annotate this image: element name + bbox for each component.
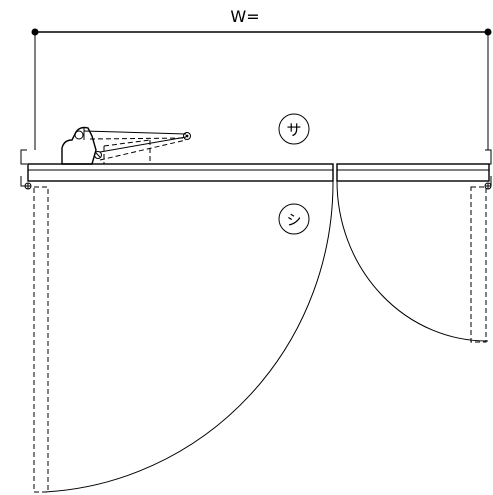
width-dimension: W=	[31, 7, 492, 150]
symbol-outside: サ	[278, 113, 310, 145]
right-leaf-swing-arc	[336, 180, 489, 342]
right-leaf-open-position	[470, 186, 487, 343]
door-closer-icon	[61, 126, 191, 165]
dimension-dot-right	[484, 28, 492, 36]
frame-jamb-left	[20, 149, 27, 187]
dimension-label: W=	[230, 7, 259, 26]
symbol-outside-text: サ	[286, 121, 301, 139]
door-leaves-closed	[27, 163, 490, 182]
hinge-icon	[484, 182, 492, 190]
symbol-inside-text: シ	[286, 211, 301, 229]
symbol-inside: シ	[278, 203, 310, 235]
hinge-icon	[24, 182, 32, 190]
right-leaf-closed	[336, 163, 490, 182]
dimension-dot-left	[31, 28, 39, 36]
left-leaf-swing-arc	[44, 180, 334, 493]
left-leaf-open-position	[33, 186, 49, 493]
left-leaf-closed	[27, 163, 334, 182]
